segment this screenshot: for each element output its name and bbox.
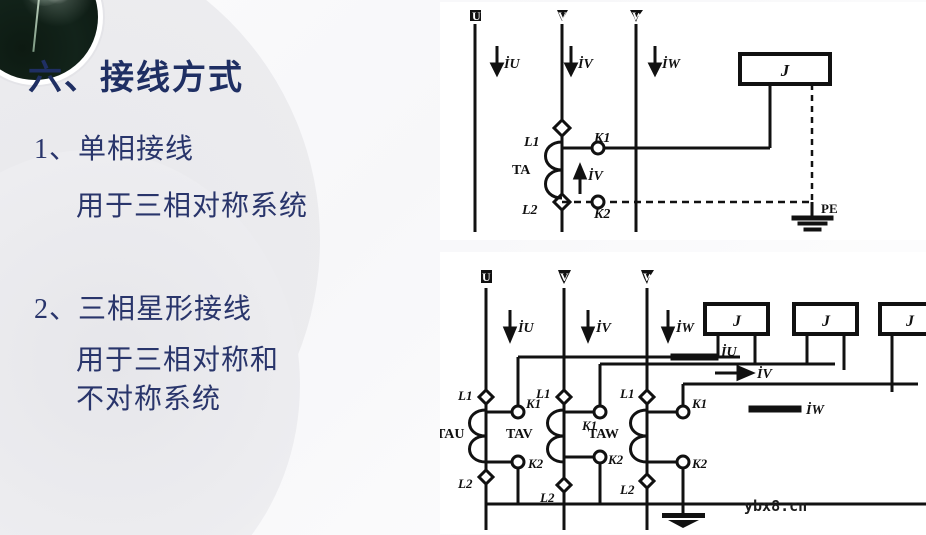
bus-head-markers [481,270,654,284]
secondary-current-label-iw: İW [805,401,825,418]
ct-u-terminal-dot-k1 [510,404,526,420]
figure-three-phase-star-connection: U V W İU İV İW J J [440,252,926,534]
ct-v-label-l1: L1 [535,386,550,401]
secondary-bar-iu [670,353,719,361]
bus-label-u: U [472,9,481,23]
bus-label-w: W [643,270,655,284]
list-item-1-subtitle: 用于三相对称系统 [76,191,309,222]
current-label-iv: İV [595,319,612,336]
relay-label-2: J [821,313,831,330]
ct-w-coil [629,408,648,464]
ct-u-terminal-dot-k2 [510,454,526,470]
current-label-iv: İV [577,55,594,72]
list-item-2-subtitle: 用于三相对称和 不对称系统 [76,345,280,415]
ct-w-label-k2: K2 [691,456,708,471]
ct-w-label-l1: L1 [619,386,634,401]
current-label-iw: İW [675,319,695,336]
secondary-current-label: İV [587,167,604,184]
ct-winding-coil [544,140,563,200]
ct-u-label-k1: K1 [525,396,541,411]
ct-u-coil [468,408,487,464]
ct-v-terminal-dot-k2 [592,449,608,465]
ct-terminal-label-l1: L1 [523,135,540,150]
ct-label-taw: TAW [588,427,619,442]
ct-u-label-l1: L1 [457,388,472,403]
relay-box [738,52,832,86]
ct-v-label-k2: K2 [607,452,624,467]
ct-w-terminal-dot-k2 [675,454,691,470]
bus-label-v: V [558,9,567,23]
secondary-current-label-iu: İU [720,343,737,360]
bus-label-u: U [482,270,491,284]
relay-box-1 [703,302,770,336]
earth-ground-symbol [791,215,834,232]
ct-u-label-k2: K2 [527,456,544,471]
ct-terminal-label-l2: L2 [521,203,538,218]
terminal-dot-k2 [590,194,606,210]
secondary-bar-iw [748,405,802,413]
list-item-2-title: 2、三相星形接线 [34,294,253,325]
figure-single-phase-connection: U V W İU İV İW [440,2,926,240]
ct-u-label-l2: L2 [457,476,473,491]
ct-v-terminal-markers [554,387,574,495]
page-title: 六、接线方式 [28,60,244,97]
bus-head-markers [470,10,643,22]
ct-v-terminal-dot-k1 [592,404,608,420]
ct-label-tau: TAU [440,427,465,442]
ct-terminal-label-k1: K1 [593,131,610,146]
bus-label-v: V [560,270,569,284]
relay-box-3 [878,302,926,336]
ct-label-ta: TA [512,163,531,178]
ct-w-terminal-dot-k1 [675,404,691,420]
ct-terminal-label-k2: K2 [593,207,610,222]
dandelion-puff-shape [22,0,66,6]
ct-w-label-k1: K1 [691,396,707,411]
ct-w-terminal-markers [637,387,657,491]
relay-label-3: J [905,313,915,330]
ct-v-label-k1: K1 [581,418,597,433]
ct-v-coil [546,408,565,464]
three-phase-star-ct-schematic: U V W İU İV İW J J [440,270,926,530]
current-label-iw: İW [661,55,681,72]
earth-label-pe: PE [821,201,838,216]
relay-label: J [780,61,790,80]
terminal-dot-k1 [590,140,606,156]
ct-w-label-l2: L2 [619,482,635,497]
bus-label-w: W [632,9,644,23]
earth-ground-symbol [662,513,705,528]
current-label-iu: İU [503,55,520,72]
ct-label-tav: TAV [506,427,533,442]
list-item-1-title: 1、单相接线 [34,134,195,165]
secondary-current-label-iv: İV [756,365,773,382]
ct-u-terminal-markers [476,387,496,487]
relay-box-2 [792,302,859,336]
current-label-iu: İU [517,319,534,336]
relay-label-1: J [732,313,742,330]
ct-v-label-l2: L2 [539,490,555,505]
single-phase-ct-schematic: U V W İU İV İW [470,9,838,232]
dandelion-stem-shape [32,0,42,52]
watermark-text: ybx8.cn [744,497,808,515]
